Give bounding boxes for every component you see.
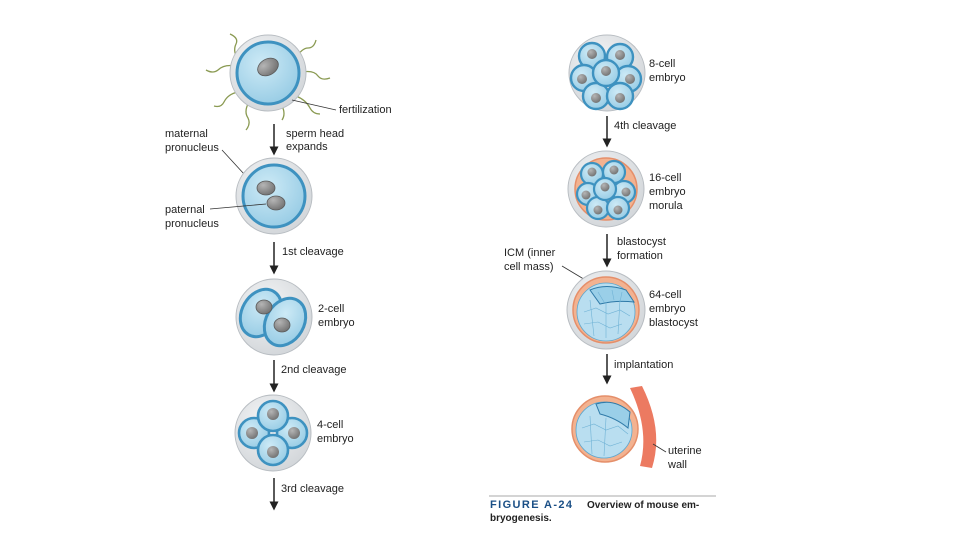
figure-caption: Overview of mouse em- — [587, 500, 699, 511]
nucleus — [621, 187, 631, 197]
blastocyst-formation-label: blastocyst — [617, 236, 666, 248]
two-cell-label: 2-cell — [318, 303, 344, 315]
uterine-wall-pointer — [652, 443, 667, 453]
nucleus — [267, 446, 279, 458]
four-cell-embryo — [234, 394, 312, 472]
sperm-head — [257, 57, 279, 77]
cell-texture — [583, 289, 631, 338]
zygote-pronuclei — [235, 157, 313, 235]
icm-label: ICM (inner — [504, 247, 556, 259]
nucleus — [601, 66, 611, 76]
third-cleavage-label: 3rd cleavage — [281, 483, 344, 495]
sperm-head-label: sperm head — [286, 128, 344, 140]
nucleus — [593, 205, 603, 215]
nucleus — [625, 74, 635, 84]
icm-label-2: cell mass) — [504, 261, 554, 273]
sperm-head-label-2: expands — [286, 141, 328, 153]
nucleus — [615, 50, 625, 60]
eight-cell-embryo — [568, 34, 646, 112]
nucleus — [587, 49, 597, 59]
blastocyst-formation-label-2: formation — [617, 250, 663, 262]
blastocyst — [566, 270, 646, 350]
figure-label: FIGURE A-24 — [490, 499, 573, 511]
inner-cell-mass — [589, 286, 636, 305]
nucleus — [591, 93, 601, 103]
sixtyfour-cell-label-2: embryo — [649, 303, 686, 315]
uterine-wall-label: uterine — [668, 445, 702, 457]
inner-cell-mass — [595, 401, 631, 429]
maternal-pronucleus — [256, 180, 276, 196]
nucleus — [288, 427, 300, 439]
nucleus — [609, 165, 619, 175]
uterine-wall — [630, 386, 657, 468]
sixteen-cell-label-2: embryo — [649, 186, 686, 198]
nucleus — [577, 74, 587, 84]
nucleus — [581, 190, 591, 200]
paternal-pronucleus — [266, 195, 286, 211]
nucleus — [255, 299, 273, 315]
sixteen-cell-morula — [567, 150, 645, 228]
four-cell-label-2: embryo — [317, 433, 354, 445]
zona-pellucida — [234, 394, 312, 472]
maternal-pronucleus-label-2: pronucleus — [165, 142, 219, 154]
zygote-with-sperm — [205, 33, 331, 131]
nucleus — [613, 205, 623, 215]
maternal-pronucleus-label: maternal — [165, 128, 208, 140]
four-cell-label: 4-cell — [317, 419, 343, 431]
nucleus — [273, 317, 291, 333]
fertilization-pointer — [291, 99, 337, 111]
sixtyfour-cell-label-3: blastocyst — [649, 317, 698, 329]
paternal-pronucleus-label-2: pronucleus — [165, 218, 219, 230]
sixteen-cell-label-3: morula — [649, 200, 684, 212]
nucleus — [267, 408, 279, 420]
fertilization-label: fertilization — [339, 104, 392, 116]
uterine-wall-label-2: wall — [667, 459, 687, 471]
implanting-blastocyst — [571, 386, 657, 468]
two-cell-label-2: embryo — [318, 317, 355, 329]
sixteen-cell-label: 16-cell — [649, 172, 681, 184]
fourth-cleavage-label: 4th cleavage — [614, 120, 676, 132]
nucleus — [615, 93, 625, 103]
eight-cell-label-2: embryo — [649, 72, 686, 84]
two-cell-embryo — [235, 278, 313, 356]
nucleus — [587, 167, 597, 177]
first-cleavage-label: 1st cleavage — [282, 246, 344, 258]
second-cleavage-label: 2nd cleavage — [281, 364, 346, 376]
sixtyfour-cell-label: 64-cell — [649, 289, 681, 301]
paternal-pronucleus-pointer — [209, 203, 267, 210]
nucleus — [246, 427, 258, 439]
figure-caption-2: bryogenesis. — [490, 513, 552, 524]
nucleus — [600, 182, 610, 192]
implantation-label: implantation — [614, 359, 673, 371]
eight-cell-label: 8-cell — [649, 58, 675, 70]
paternal-pronucleus-label: paternal — [165, 204, 205, 216]
cell-texture — [581, 415, 629, 457]
